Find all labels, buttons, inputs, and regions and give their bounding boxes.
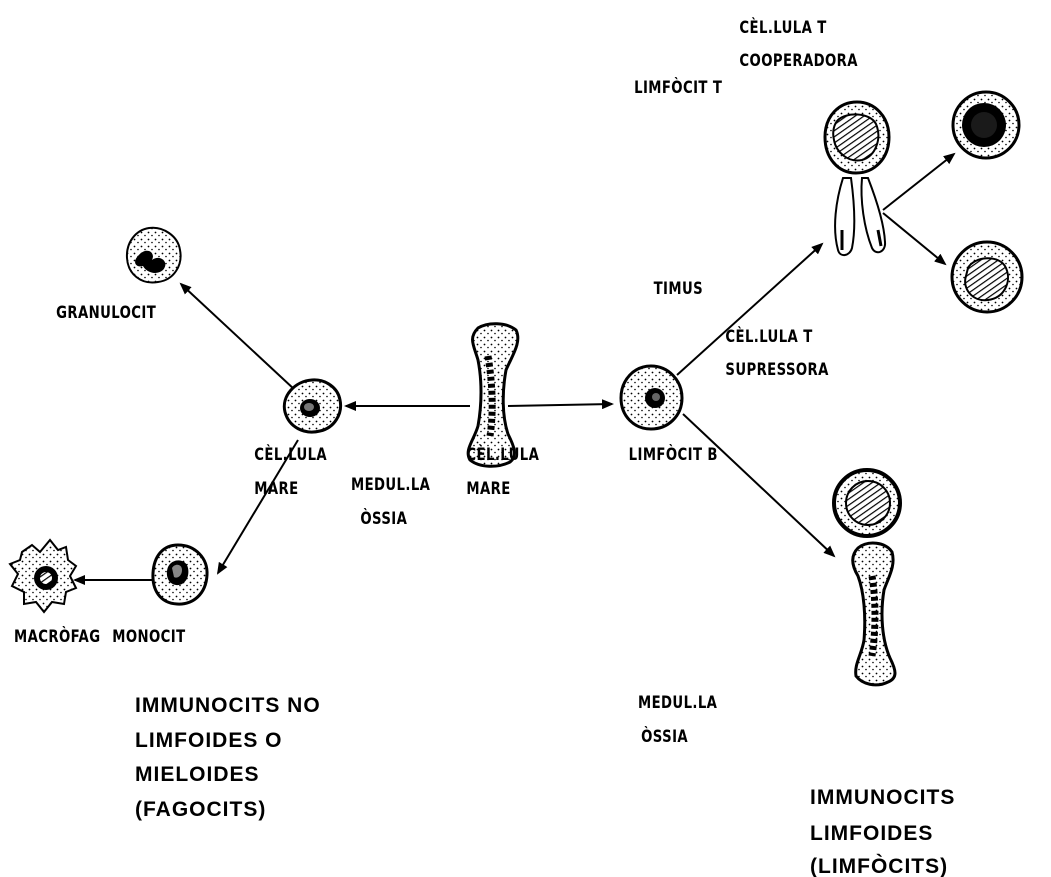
label-t-lymphocyte: LIMFÒCIT T — [634, 76, 722, 97]
label-helper-t-line1: CÈL.LULA T — [739, 16, 826, 37]
arrow-thymus-to-helper — [883, 154, 954, 210]
label-granulocyte: GRANULOCIT — [56, 302, 156, 322]
heading-myeloid-line3: MIELOIDES — [135, 763, 260, 786]
stem-cell-left-icon — [284, 380, 340, 432]
label-helper-t-line2: COOPERADORA — [739, 50, 857, 70]
arrow-stem-to-granulocyte — [181, 284, 295, 390]
label-bone-marrow-center-line1: MEDUL.LA — [351, 474, 430, 494]
t-lymphocyte-icon — [825, 102, 889, 173]
label-macrophage: MACRÒFAG — [14, 625, 100, 646]
label-bone-marrow-right-line2: ÒSSIA — [641, 725, 688, 746]
arrow-stem-to-thymus — [677, 244, 822, 375]
label-bone-marrow-center-line2: ÒSSIA — [360, 507, 407, 528]
label-suppressor-t-line1: CÈL.LULA T — [725, 325, 812, 346]
label-stem-cell-left-line1: CÈL.LULA — [254, 443, 327, 464]
label-bone-marrow-right-line1: MEDUL.LA — [638, 692, 717, 712]
heading-myeloid-line2: LIMFOIDES O — [135, 729, 283, 752]
granulocyte-icon — [127, 228, 181, 283]
label-stem-cell-right-line1: CÈL.LULA — [466, 443, 539, 464]
monocyte-icon — [153, 545, 207, 604]
arrow-stem-to-b-marrow — [683, 414, 834, 556]
label-monocyte: MONOCIT — [112, 626, 185, 646]
label-thymus: TIMUS — [654, 278, 703, 298]
label-stem-cell-left-line2: MARE — [254, 478, 298, 498]
suppressor-t-cell-icon — [952, 242, 1022, 312]
stem-cell-right-icon — [621, 366, 682, 429]
macrophage-icon — [10, 540, 76, 612]
group-headings: IMMUNOCITS NO LIMFOIDES O MIELOIDES (FAG… — [135, 694, 955, 877]
heading-myeloid-line1: IMMUNOCITS NO — [135, 694, 321, 717]
arrow-marrow-to-right-stem — [508, 404, 612, 406]
b-lymphocyte-icon — [834, 470, 900, 536]
helper-t-cell-icon — [953, 92, 1019, 158]
label-b-lymphocyte: LIMFÒCIT B — [629, 443, 718, 464]
heading-lymphoid-line2: LIMFOIDES — [810, 822, 933, 845]
label-suppressor-t-line2: SUPRESSORA — [725, 359, 828, 379]
heading-lymphoid-line1: IMMUNOCITS — [810, 786, 955, 809]
thymus-icon — [835, 178, 885, 255]
arrow-thymus-to-suppressor — [883, 213, 945, 264]
heading-myeloid-line4: (FAGOCITS) — [135, 798, 266, 821]
heading-lymphoid-line3: (LIMFÒCITS) — [810, 854, 948, 877]
bone-marrow-right-icon — [853, 543, 895, 685]
label-stem-cell-right-line2: MARE — [466, 478, 510, 498]
cell-labels: GRANULOCIT CÈL.LULA MARE MEDUL.LA ÒSSIA … — [14, 16, 858, 746]
